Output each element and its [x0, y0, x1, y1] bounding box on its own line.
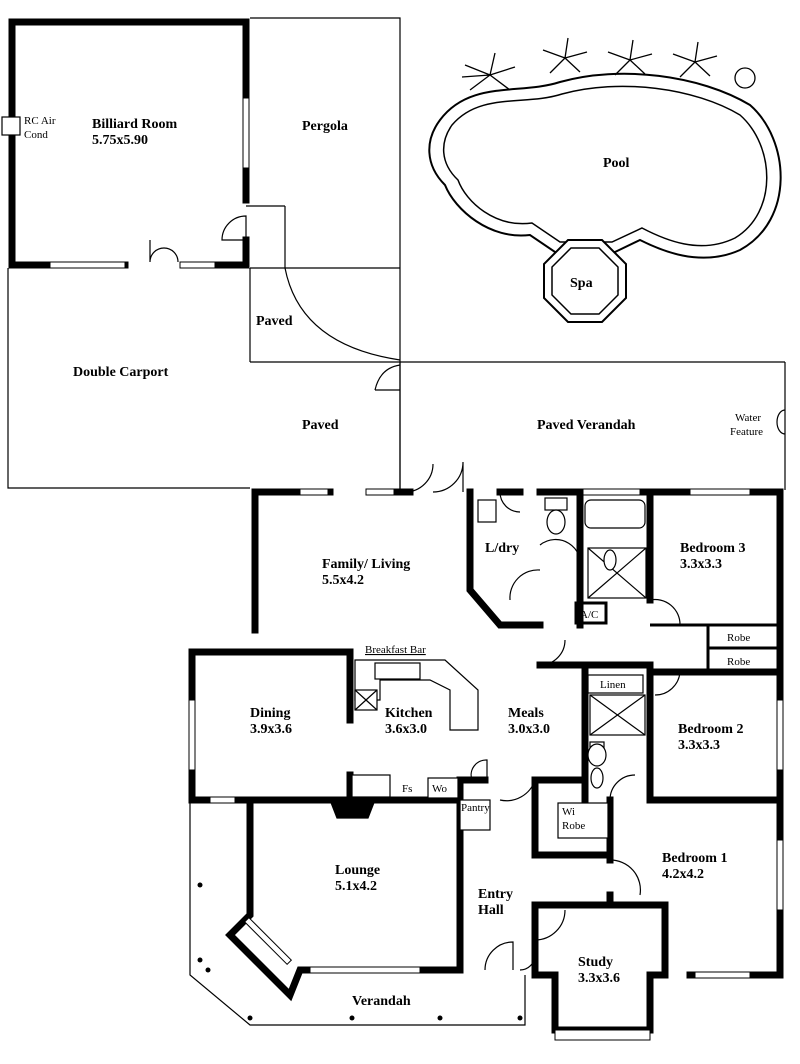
carport-label: Double Carport [73, 365, 169, 380]
outdoor-outlines [7, 17, 786, 490]
spa-label: Spa [570, 276, 593, 291]
bedroom-3-size: 3.3x3.3 [680, 557, 722, 572]
fixtures [329, 497, 647, 839]
robe-2-label: Robe [727, 656, 750, 668]
lounge-size: 5.1x4.2 [335, 879, 377, 894]
doors [404, 461, 681, 971]
billiard-room-size: 5.75x5.90 [92, 133, 148, 148]
wi-robe-label-2: Robe [562, 820, 585, 832]
fridge-space-label: Fs [402, 783, 412, 795]
bedroom-3-label: Bedroom 3 [680, 541, 745, 556]
meals-size: 3.0x3.0 [508, 722, 550, 737]
bedroom-1-label: Bedroom 1 [662, 851, 727, 866]
air-conditioner-unit [1, 116, 21, 136]
billiard-room-label: Billiard Room [92, 117, 178, 132]
breakfast-bar-label: Breakfast Bar [365, 644, 426, 656]
meals-label: Meals [508, 706, 544, 721]
pergola-label: Pergola [302, 119, 348, 134]
house-walls [188, 488, 784, 1041]
front-verandah-label: Verandah [352, 994, 411, 1009]
study-size: 3.3x3.6 [578, 971, 620, 986]
dining-label: Dining [250, 706, 290, 721]
lounge-label: Lounge [335, 863, 380, 878]
air-cond-label-2: Cond [24, 129, 48, 141]
room-labels: RC Air Cond Billiard Room 5.75x5.90 Perg… [24, 115, 763, 1009]
pool-label: Pool [603, 156, 630, 171]
wi-robe-label: Wi [562, 806, 575, 818]
robe-1-label: Robe [727, 632, 750, 644]
linen-label: Linen [600, 679, 626, 691]
air-cond-label: RC Air [24, 115, 56, 127]
laundry-label: L/dry [485, 541, 519, 556]
water-feature-label-2: Feature [730, 426, 763, 438]
family-label: Family/ Living [322, 557, 410, 572]
palm-tree-icons [461, 37, 756, 91]
ac-label: A/C [580, 609, 598, 621]
bedroom-2-size: 3.3x3.3 [678, 738, 720, 753]
family-size: 5.5x4.2 [322, 573, 364, 588]
bedroom-1-size: 4.2x4.2 [662, 867, 704, 882]
billiard-room [1, 18, 286, 269]
spa [543, 239, 627, 323]
bedroom-2-label: Bedroom 2 [678, 722, 743, 737]
paved-verandah-label: Paved Verandah [537, 418, 636, 433]
kitchen-label: Kitchen [385, 706, 433, 721]
paved-label: Paved [302, 418, 339, 433]
pool [428, 37, 782, 323]
pantry-label: Pantry [461, 802, 490, 814]
study-label: Study [578, 955, 613, 970]
entry-hall-label-2: Hall [478, 903, 504, 918]
entry-hall-label: Entry [478, 887, 513, 902]
paved-small-label: Paved [256, 314, 293, 329]
wall-oven-label: Wo [432, 783, 448, 795]
kitchen-size: 3.6x3.0 [385, 722, 427, 737]
dining-size: 3.9x3.6 [250, 722, 292, 737]
water-feature-label: Water [735, 412, 761, 424]
